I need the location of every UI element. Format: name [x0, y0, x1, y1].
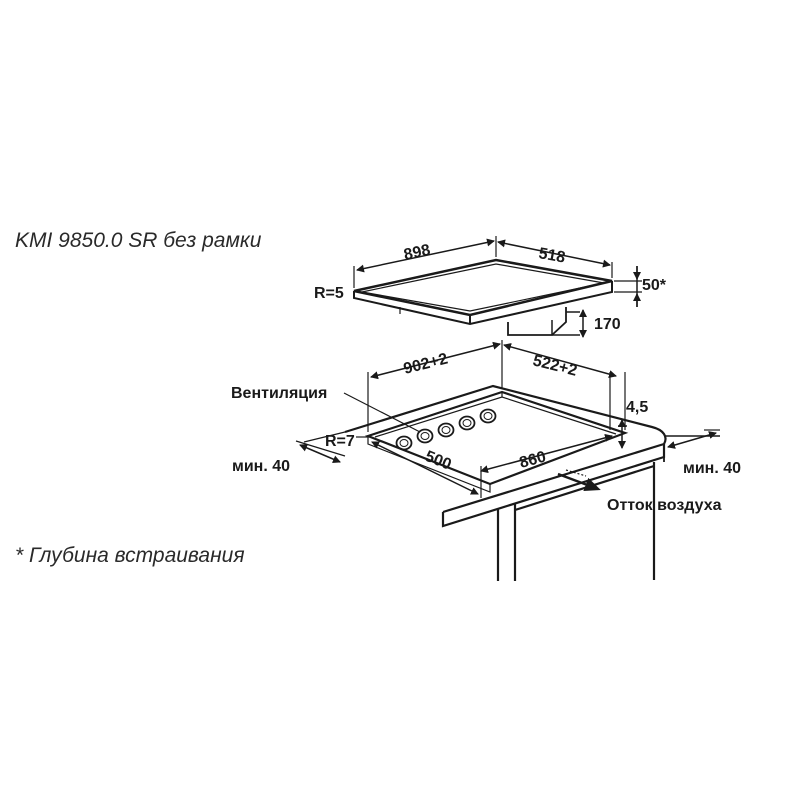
footnote: * Глубина встраивания — [15, 544, 245, 567]
label-hob-radius: R=5 — [314, 285, 344, 302]
hob-edge — [353, 281, 613, 326]
label-min-left: мин. 40 — [232, 458, 290, 475]
dim-hob-height: 170 — [594, 316, 621, 333]
diagram-title: KMI 9850.0 SR без рамки — [15, 229, 262, 252]
label-airflow: Отток воздуха — [607, 497, 722, 514]
cutout-outline — [364, 390, 629, 486]
dim-hob-thickness: 50* — [642, 277, 667, 294]
dim-cutout-depth: 522+2 — [531, 352, 579, 379]
label-cutout-radius: R=7 — [325, 433, 355, 450]
dim-cutout-inner-width: 860 — [518, 449, 548, 472]
ventilation-holes — [395, 408, 497, 451]
worktop-front-edge — [441, 444, 666, 528]
dim-hob-width: 898 — [402, 242, 432, 264]
label-ventilation: Вентиляция — [231, 385, 327, 402]
airflow-arrow — [557, 472, 601, 491]
dim-cutout-width: 902+2 — [402, 350, 450, 377]
worktop-drawing — [295, 340, 720, 581]
hob-top-inner — [361, 263, 605, 312]
hob-body — [507, 307, 567, 336]
cabinet — [496, 462, 656, 581]
hob-drawing — [353, 236, 642, 338]
dim-cutout-offset: 4,5 — [626, 399, 648, 416]
label-min-right: мин. 40 — [683, 460, 741, 477]
worktop-outline — [344, 384, 667, 514]
dim-hob-depth: 518 — [537, 245, 566, 266]
